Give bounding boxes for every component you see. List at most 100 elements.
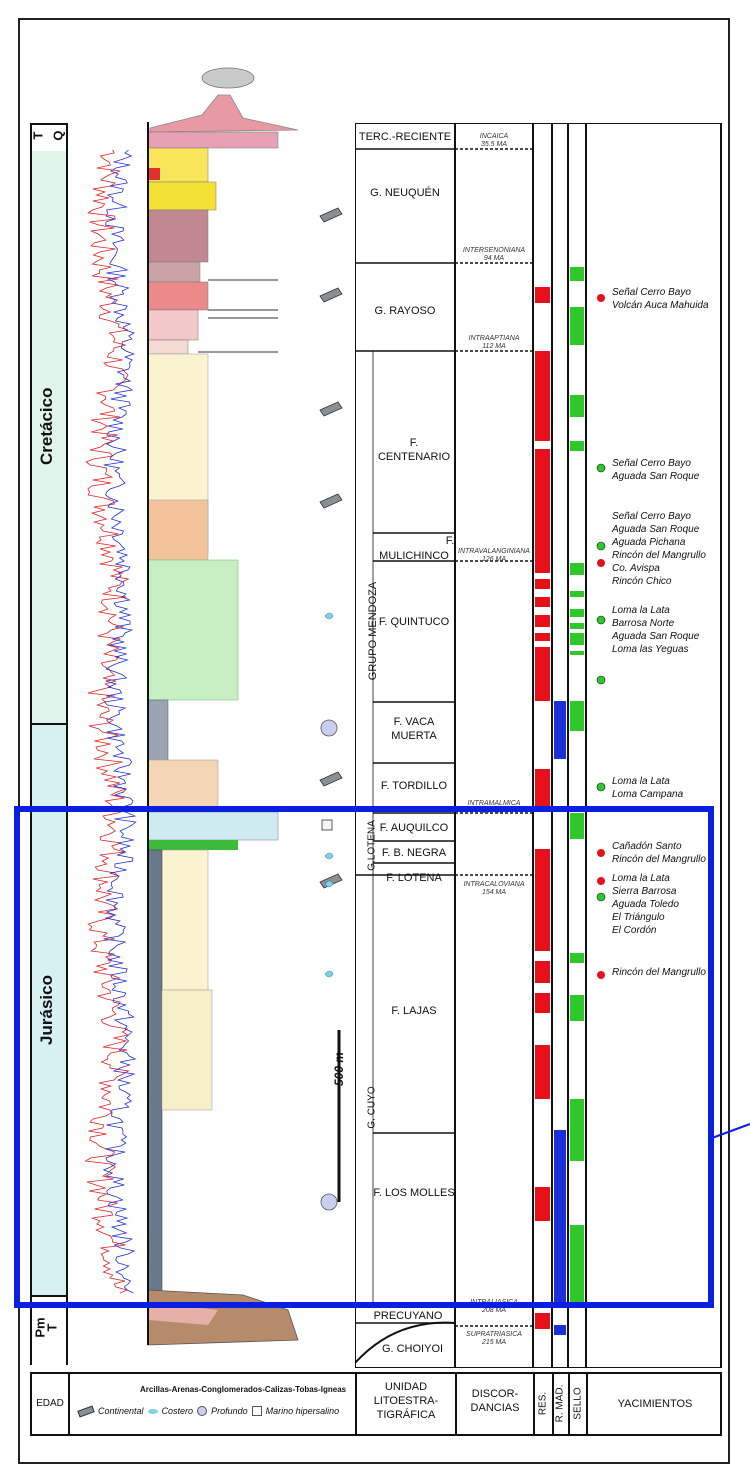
legend-continental: Continental — [98, 1406, 144, 1416]
footer-sello: SELLO — [572, 1387, 584, 1420]
yac-6: Aguada San Roque — [612, 524, 700, 535]
age-q-label: Q — [50, 130, 66, 141]
unit-mulichinco: MULICHINCO — [379, 550, 449, 562]
discordance-age: 208 MA — [481, 1307, 507, 1314]
continental-icon — [77, 1404, 95, 1418]
discordance-name: INTRAMALMICA — [467, 800, 521, 807]
volcano-cloud — [201, 67, 255, 89]
highlight-box — [14, 806, 714, 1308]
yac-11: Loma la Lata — [612, 605, 670, 616]
footer-edad: EDAD — [36, 1398, 64, 1409]
seal-bars — [570, 267, 584, 1303]
discordance-age: 112 MA — [482, 343, 506, 350]
volcano — [149, 94, 299, 133]
age-t-label: T — [30, 131, 46, 140]
footer-res: RES. — [537, 1391, 549, 1416]
age-t2-label: T — [44, 1323, 60, 1332]
yac-16: Loma Campana — [612, 789, 684, 800]
cretaceous-box — [32, 151, 66, 725]
highlight-pointer — [712, 1123, 750, 1139]
unit-terc: TERC.-RECIENTE — [358, 131, 452, 143]
discordance-name: INTRAVALANGINIANA — [458, 548, 530, 555]
yac-12: Barrosa Norte — [612, 618, 675, 629]
yac-10: Rincón Chico — [612, 576, 672, 587]
discordance-age: 126 MA — [481, 556, 507, 563]
yac-14: Loma las Yeguas — [612, 644, 689, 655]
discordance-name: INTRACALOVIANA — [463, 881, 525, 888]
unit-neuquen: G. NEUQUÉN — [370, 187, 440, 199]
yac-5: Señal Cerro Bayo — [612, 511, 691, 522]
discordance-age: 215 MA — [481, 1339, 507, 1346]
unit-choiyoi: G. CHOIYOI — [381, 1343, 444, 1355]
discordance-age: 94 MA — [483, 255, 505, 262]
coastal-icons — [324, 612, 334, 978]
footer-rmad: R. MAD. — [554, 1384, 566, 1423]
legend-marino: Marino hipersalino — [265, 1406, 340, 1416]
discordance-name: INTERSENONIANA — [462, 247, 526, 254]
unit-rayoso: G. RAYOSO — [374, 305, 436, 317]
log-and-lithology — [84, 67, 343, 1346]
yac-9: Co. Avispa — [612, 563, 660, 574]
footer-yac: YACIMIENTOS — [617, 1398, 693, 1410]
yacimiento-markers — [596, 294, 606, 979]
yac-15: Loma la Lata — [612, 776, 670, 787]
cretaceous-label: Cretácico — [37, 387, 56, 465]
footer-lith-title: Arcillas-Arenas-Conglomerados-Calizas-To… — [140, 1385, 347, 1394]
discordance-age: 35.5 MA — [480, 141, 508, 148]
unit-grid — [355, 123, 722, 1368]
yac-22: El Triángulo — [612, 912, 665, 923]
yac-18: Rincón del Mangrullo — [612, 854, 706, 865]
unit-lajas: F. LAJAS — [391, 1005, 437, 1017]
unit-mulichinco-f: F. — [445, 535, 455, 547]
yac-4: Aguada San Roque — [612, 471, 700, 482]
yac-1: Señal Cerro Bayo — [612, 287, 691, 298]
jurassic-box — [32, 725, 66, 1295]
unit-centenario: F. CENTENARIO — [377, 437, 451, 463]
discordance-name: INTRAAPTIANA — [468, 335, 520, 342]
reservoir-bars — [535, 287, 550, 1329]
discordance-name: INCAICA — [479, 133, 509, 140]
yac-8: Rincón del Mangrullo — [612, 550, 706, 561]
unit-tordillo: F. TORDILLO — [380, 780, 448, 792]
legend-costero: Costero — [161, 1406, 194, 1416]
hypersaline-icon — [251, 1406, 262, 1416]
footer-legend: Continental Costero Profundo Marino hipe… — [77, 1404, 354, 1418]
yac-21: Aguada Toledo — [612, 899, 679, 910]
age-column — [30, 123, 68, 1365]
yac-2: Volcán Auca Mahuida — [612, 300, 709, 311]
unit-precuyano: PRECUYANO — [373, 1310, 443, 1322]
yac-13: Aguada San Roque — [612, 631, 700, 642]
deep-marine-icons — [320, 719, 338, 1211]
unit-quintuco: F. QUINTUCO — [378, 616, 450, 628]
yac-19: Loma la Lata — [612, 873, 670, 884]
footer-row — [30, 1372, 722, 1436]
footer-discor: DISCOR- DANCIAS — [470, 1388, 520, 1414]
yac-7: Aguada Pichana — [612, 537, 686, 548]
unit-vaca-muerta: F. VACA MUERTA — [391, 716, 437, 742]
grupo-mendoza-label: GRUPO MENDOZA — [367, 581, 379, 681]
yac-23: El Cordón — [612, 925, 657, 936]
footer-unidad: UNIDAD LITOESTRA- TIGRÁFICA — [373, 1381, 439, 1421]
environment-icons — [319, 207, 343, 889]
unit-lotena: F. LOTENA — [386, 872, 442, 884]
well-log-curves — [84, 149, 137, 1294]
yac-3: Señal Cerro Bayo — [612, 458, 691, 469]
yac-20: Sierra Barrosa — [612, 886, 677, 897]
deep-marine-icon — [197, 1406, 208, 1416]
coastal-icon — [147, 1408, 158, 1414]
yac-24: Rincón del Mangrullo — [612, 967, 706, 978]
discordance-name: SUPRATRIASICA — [466, 1331, 522, 1338]
discordance-age: 154 MA — [481, 889, 507, 896]
unit-bnegra: F. B. NEGRA — [381, 847, 447, 859]
unit-auquilco: F. AUQUILCO — [379, 822, 449, 834]
figure-frame — [18, 18, 730, 1464]
source-rock-bars — [554, 701, 566, 1335]
legend-profundo: Profundo — [211, 1406, 248, 1416]
unit-molles: F. LOS MOLLES — [373, 1187, 455, 1199]
